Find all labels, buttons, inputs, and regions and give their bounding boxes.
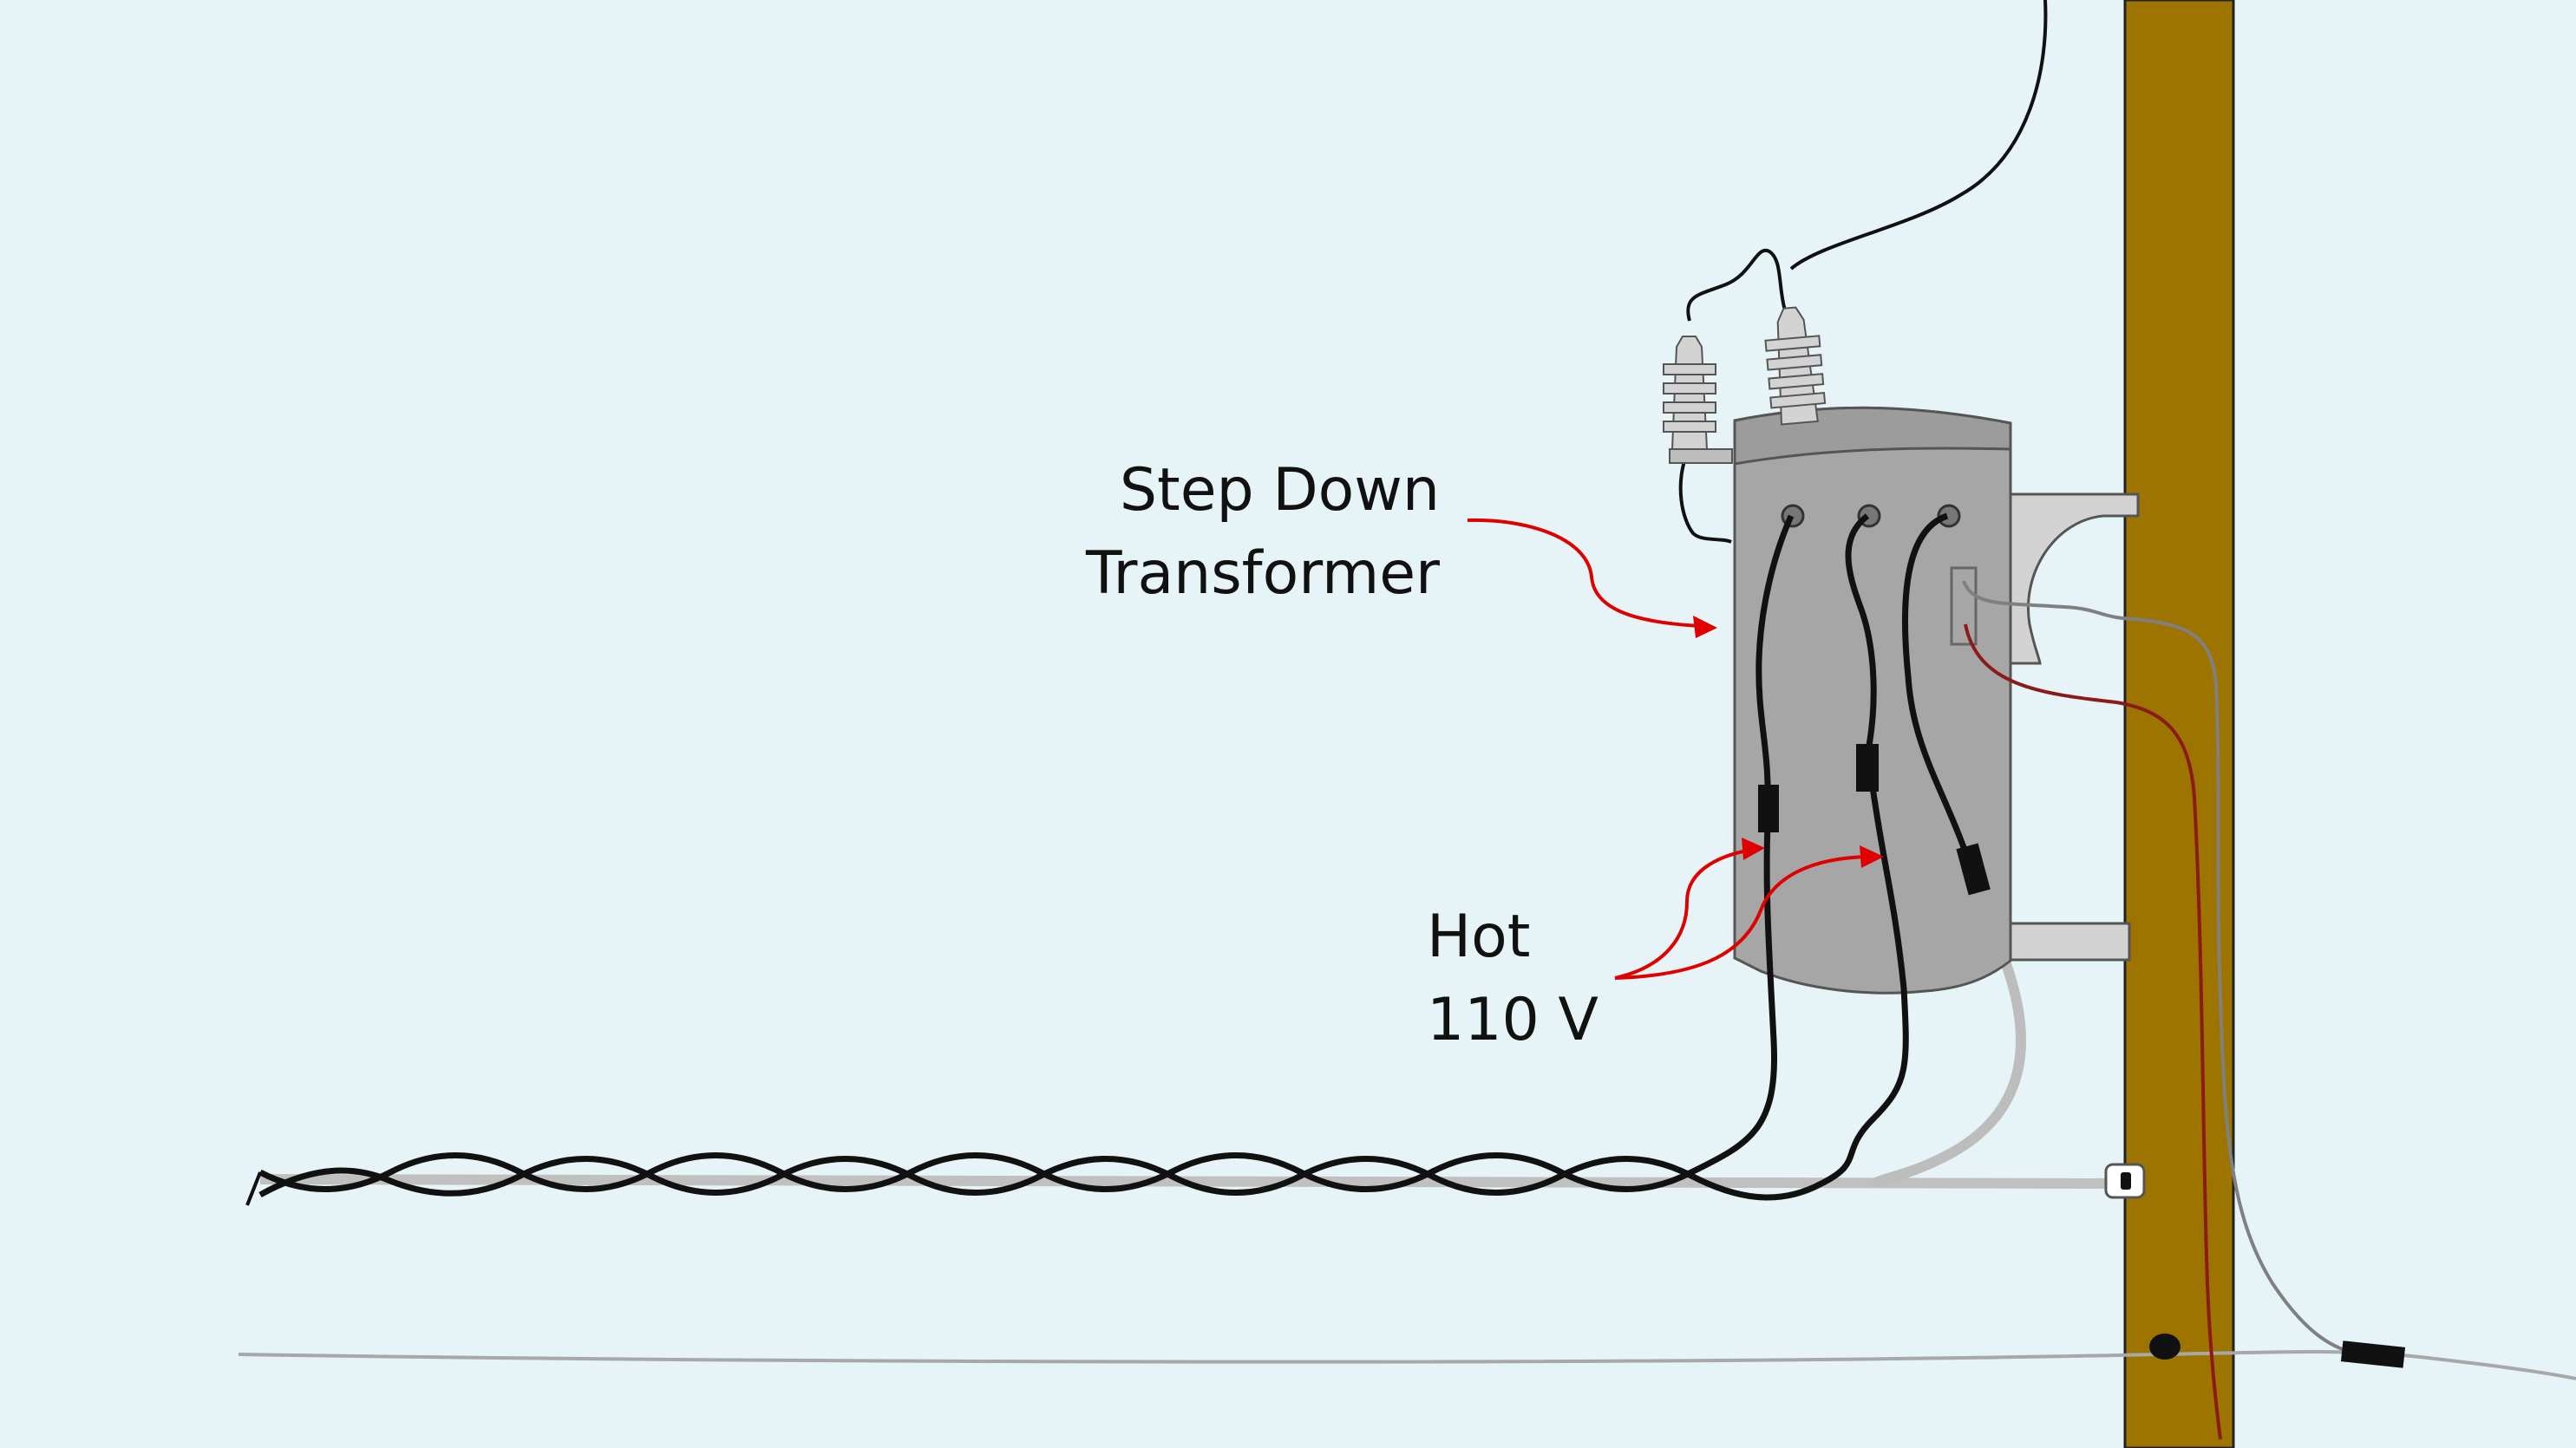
pole-bolt	[2149, 1334, 2180, 1360]
hot-conductor-b	[258, 779, 1909, 1201]
primary-line	[1789, 0, 2048, 271]
hot-lead-left	[1755, 514, 1795, 807]
clamp-icon	[2121, 1172, 2131, 1190]
transformer-label: Step Down Transformer	[1006, 449, 1440, 616]
bushing-jumper	[1686, 248, 1787, 322]
neutral-drop	[1871, 912, 2027, 1189]
terminal-right	[1937, 504, 1961, 528]
hot-lead-right	[1902, 512, 1968, 851]
lower-line	[238, 1349, 2576, 1380]
transformer-label-line-2: Transformer	[1085, 539, 1440, 608]
bushing-mount	[1669, 448, 1733, 464]
hot-label-line-1: Hot	[1427, 903, 1531, 971]
upper-bracket	[2002, 492, 2140, 665]
transformer-label-line-1: Step Down	[1119, 456, 1440, 525]
transformer-bushing-icon	[1764, 306, 1827, 426]
hot-label: Hot 110 V	[1427, 896, 1687, 1062]
hot-conductor-a	[258, 823, 1778, 1192]
hot-label-line-2: 110 V	[1427, 986, 1599, 1054]
hot-pointer-arrow-right	[1614, 845, 1884, 980]
utility-pole	[2123, 0, 2235, 1448]
lower-bracket	[2002, 922, 2131, 962]
hot-lead-middle	[1845, 513, 1877, 747]
splice-left	[1758, 785, 1779, 832]
case-ground-gray	[1962, 580, 2360, 1356]
transformer-pointer-arrow	[1467, 518, 1717, 638]
cable-end	[245, 1171, 262, 1206]
bushing-lead-left	[1678, 450, 1732, 544]
splice-middle	[1856, 744, 1879, 792]
hot-pointer-arrow-left	[1614, 838, 1765, 980]
ground-terminal	[1950, 566, 1978, 646]
splice-right	[1956, 843, 1991, 896]
transformer-bushing-icon	[1663, 336, 1716, 450]
ground-wire	[1964, 623, 2222, 1440]
splice-icon	[2340, 1340, 2406, 1368]
